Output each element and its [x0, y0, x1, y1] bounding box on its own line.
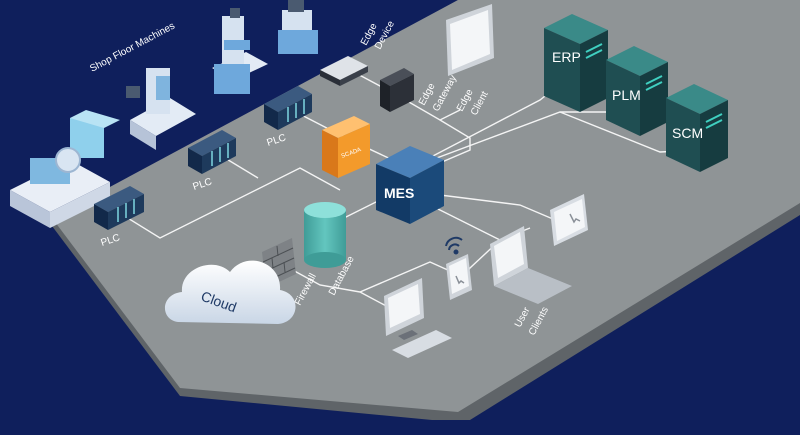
machine-mill-2 [212, 8, 268, 94]
plc-units: PLC PLC PLC [94, 86, 312, 249]
mes-server: MES [376, 146, 444, 224]
cloud: Cloud [164, 260, 296, 324]
user-clients: User Clients [384, 194, 588, 358]
desktop-client [384, 278, 452, 358]
machine-mill-1 [126, 68, 196, 150]
plm-label: PLM [612, 87, 641, 103]
edge-client-monitor: Edge Client [446, 4, 494, 117]
laptop-client [490, 226, 572, 304]
scada-unit: SCADA [322, 116, 370, 178]
erp-label: ERP [552, 49, 581, 65]
scm-server: SCM [666, 84, 728, 172]
tablet-client [550, 194, 588, 246]
phone-client [446, 254, 472, 300]
enterprise-servers: ERP PLM SCM [544, 14, 728, 172]
shop-floor-machines: Shop Floor Machines [10, 0, 318, 228]
erp-server: ERP [544, 14, 608, 112]
machine-mill-3 [278, 0, 318, 54]
plm-server: PLM [606, 46, 668, 136]
scm-label: SCM [672, 125, 703, 141]
machine-lathe [10, 110, 120, 228]
wifi-icon [445, 236, 463, 255]
shop-floor-label: Shop Floor Machines [88, 21, 177, 75]
mes-label: MES [384, 185, 414, 201]
